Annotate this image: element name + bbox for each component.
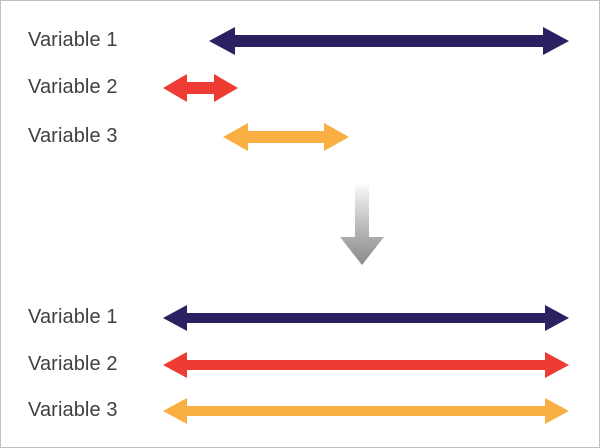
- top-double-arrow-variable-1: [209, 27, 569, 55]
- bottom-double-arrow-variable-1: [163, 305, 569, 331]
- top-double-arrow-variable-3: [223, 123, 349, 151]
- top-double-arrow-variable-2: [163, 74, 238, 102]
- bottom-double-arrow-variable-3: [163, 398, 569, 424]
- bottom-label-variable-3: Variable 3: [28, 399, 118, 421]
- bottom-double-arrow-variable-2: [163, 352, 569, 378]
- arrow-down-icon: [340, 185, 384, 265]
- bottom-label-variable-2: Variable 2: [28, 353, 118, 375]
- top-label-variable-3: Variable 3: [28, 125, 118, 147]
- top-label-variable-2: Variable 2: [28, 76, 118, 98]
- top-label-variable-1: Variable 1: [28, 29, 118, 51]
- bottom-label-variable-1: Variable 1: [28, 306, 118, 328]
